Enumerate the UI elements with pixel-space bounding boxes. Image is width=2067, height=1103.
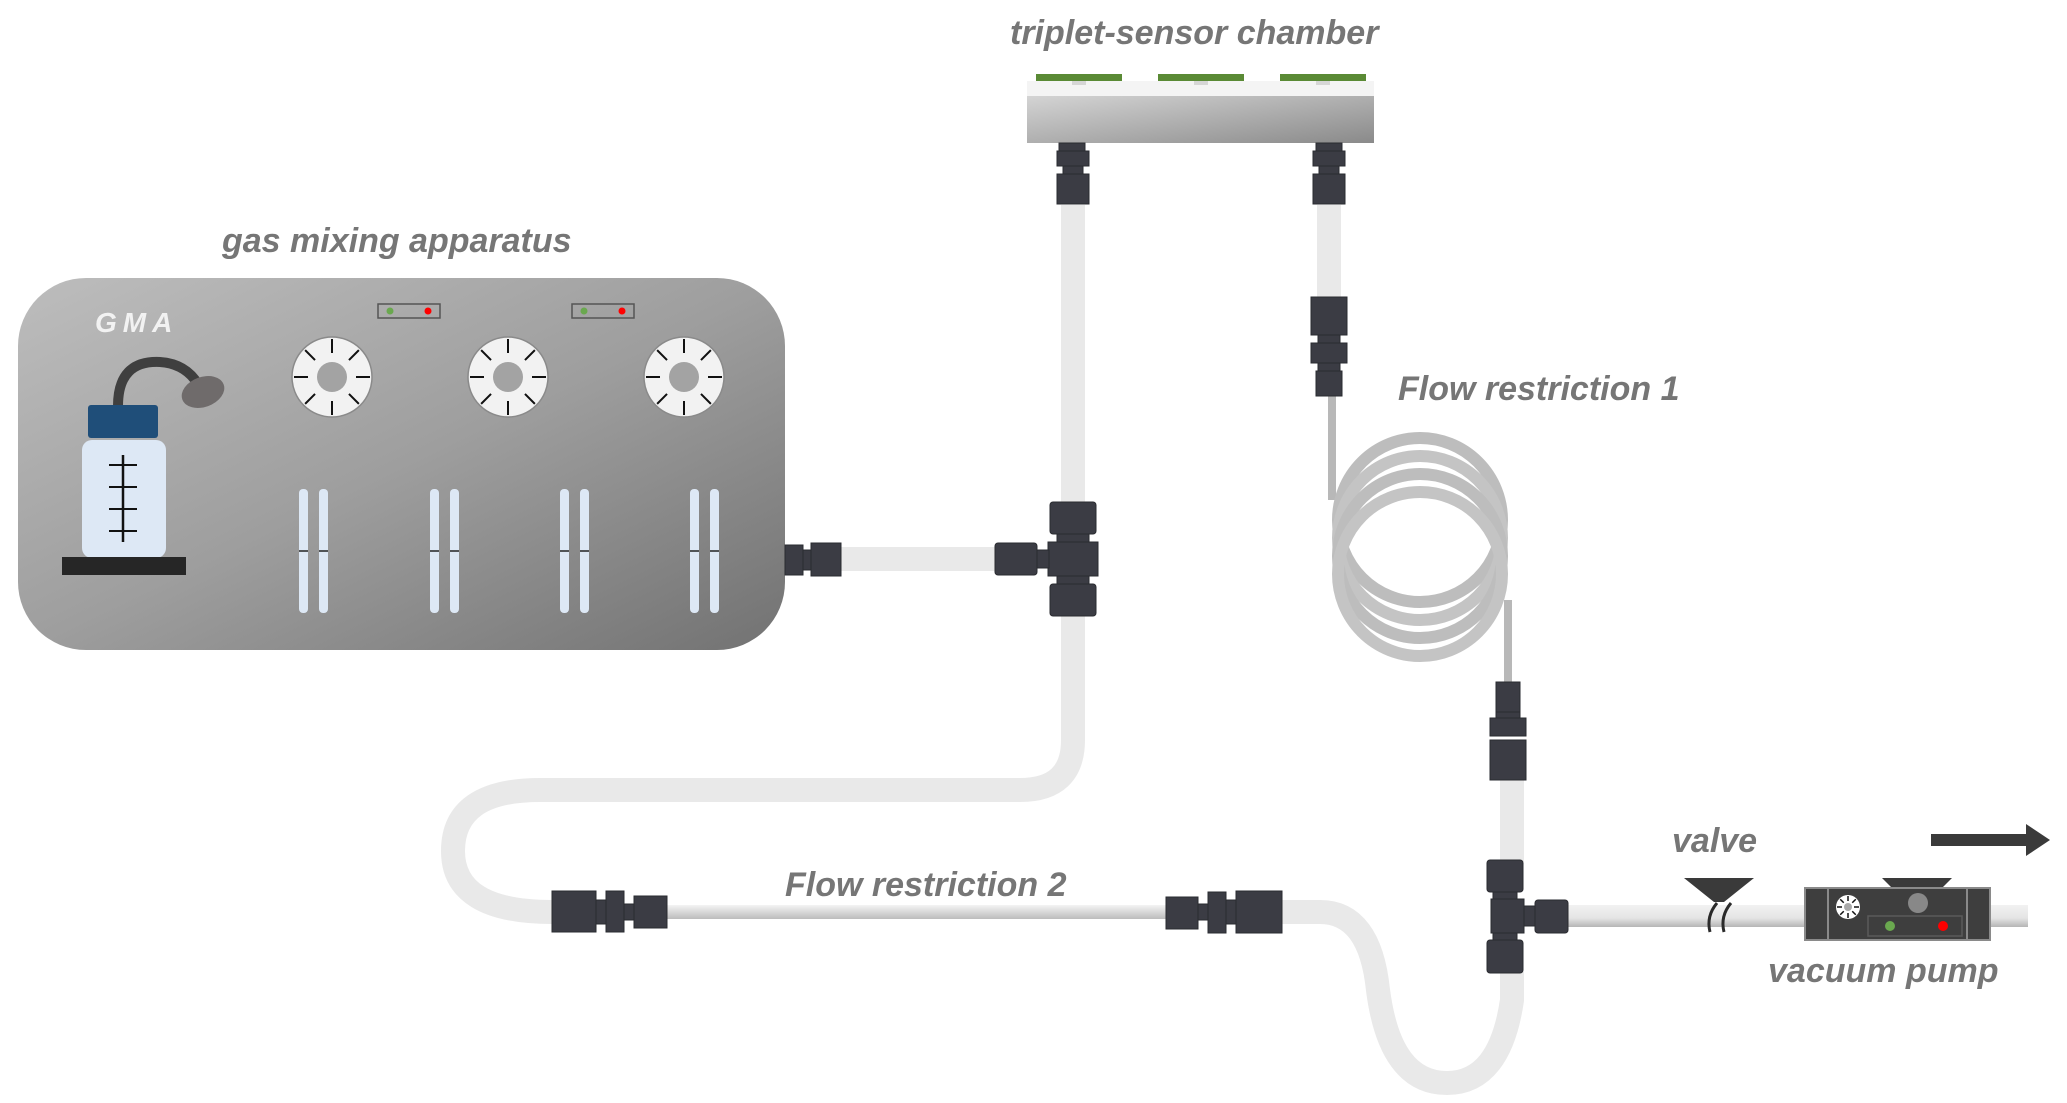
led-red: [618, 307, 626, 315]
coil-loop: [1332, 450, 1508, 626]
led-green: [580, 307, 588, 315]
led-red: [424, 307, 432, 315]
knob-icon: [643, 336, 725, 418]
tee-fitting-1: [994, 501, 1099, 617]
indicator-panel: [571, 303, 635, 319]
gas-sensor: [1158, 74, 1244, 85]
led-green: [1885, 921, 1895, 931]
label-gas-mixing-apparatus: gas mixing apparatus: [221, 222, 572, 260]
flow-restriction-1-coil: [1328, 395, 1512, 685]
label-flow-restriction-1: Flow restriction 1: [1398, 370, 1680, 408]
label-flow-restriction-2: Flow restriction 2: [785, 866, 1067, 904]
led-green: [386, 307, 394, 315]
flow-controller-slider: [560, 489, 589, 613]
flow-controller-slider: [299, 489, 328, 613]
flow-direction-arrow-icon: [1931, 824, 2050, 856]
coil-outlet-fitting: [1489, 681, 1527, 781]
chamber-fitting-right: [1312, 142, 1346, 205]
flow-controller-slider: [690, 489, 719, 613]
vacuum-pump: [1804, 878, 1991, 941]
valve-icon: [1684, 878, 1754, 933]
flow-restriction-2-fitting-left: [551, 890, 668, 933]
indicator-panel: [377, 303, 441, 319]
bottle-icon: [62, 356, 225, 575]
coil-loop: [1332, 468, 1508, 644]
gas-mixing-apparatus: GMA: [18, 278, 785, 650]
tubing: [440, 205, 1524, 1096]
chamber-top: [1027, 81, 1374, 96]
chamber-body: [1027, 96, 1374, 143]
gma-badge: GMA: [95, 307, 178, 338]
knob-icon: [291, 336, 373, 418]
gma-outlet-fitting: [784, 542, 842, 577]
led-red: [1938, 921, 1948, 931]
gma-housing: [18, 278, 785, 650]
flow-restriction-2-fitting-right: [1165, 890, 1283, 934]
flow-restriction-2-tube: [667, 905, 1167, 919]
label-valve: valve: [1672, 822, 1757, 860]
tube-flow2-to-tee2: [1282, 900, 1524, 1096]
label-triplet-sensor-chamber: triplet-sensor chamber: [1010, 14, 1380, 52]
gas-sensor: [1280, 74, 1366, 85]
triplet-sensor-chamber: [1027, 74, 1374, 143]
flow-controller-slider: [430, 489, 459, 613]
gas-sensor: [1036, 74, 1122, 85]
label-vacuum-pump: vacuum pump: [1768, 952, 1998, 990]
coil-inlet-fitting: [1310, 296, 1348, 397]
coil-loop: [1332, 486, 1508, 662]
chamber-fitting-left: [1056, 142, 1090, 205]
tube-tee-to-flow2: [440, 615, 1085, 924]
tee-fitting-2: [1486, 859, 1569, 974]
knob-icon: [467, 336, 549, 418]
